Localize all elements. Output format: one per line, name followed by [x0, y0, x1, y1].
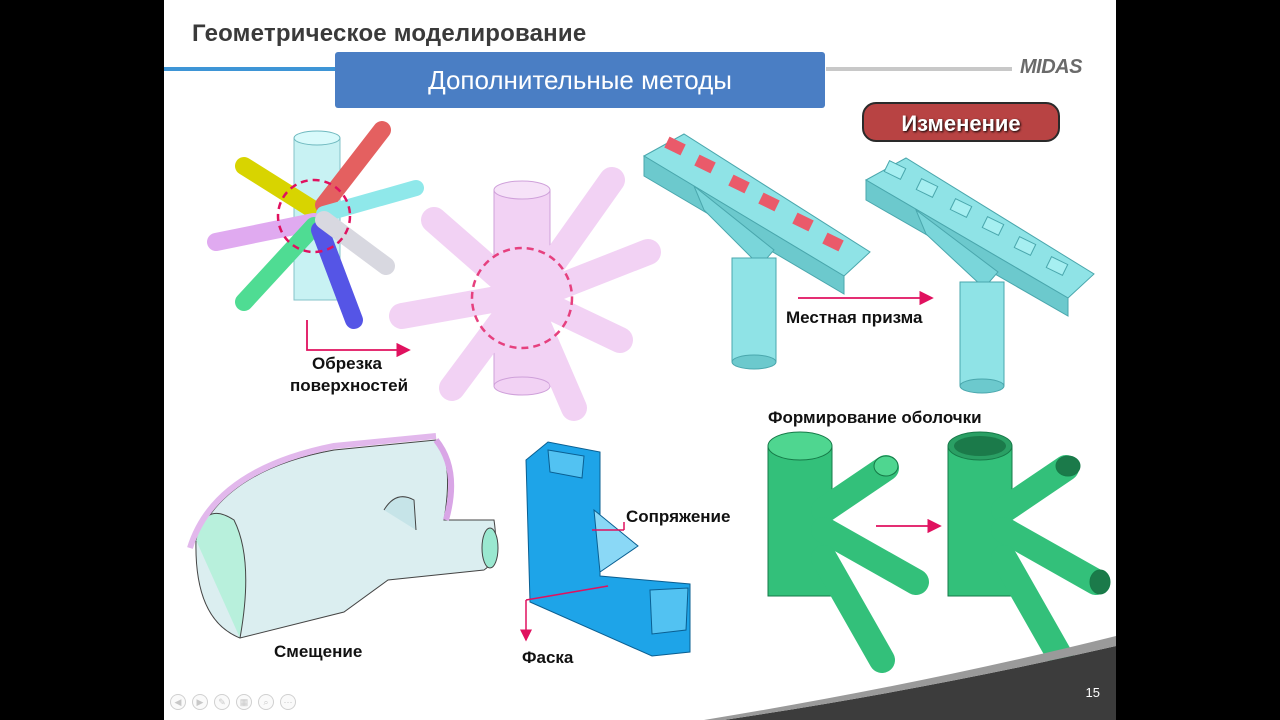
- offset-model: [187, 433, 499, 639]
- slide: Геометрическое моделирование MIDAS Допол…: [164, 0, 1116, 720]
- label-fillet: Сопряжение: [626, 507, 731, 526]
- next-icon[interactable]: ▶: [192, 694, 208, 710]
- label-local-prism: Местная призма: [786, 308, 923, 327]
- pipes-model-after: [389, 167, 661, 421]
- more-icon[interactable]: ⋯: [280, 694, 296, 710]
- divider-line: [826, 67, 1012, 71]
- slides-icon[interactable]: ▦: [236, 694, 252, 710]
- zoom-icon[interactable]: ⌕: [258, 694, 274, 710]
- prism-model-after: [864, 157, 1095, 394]
- label-offset: Смещение: [274, 642, 363, 661]
- label-chamfer: Фаска: [522, 648, 574, 667]
- pen-icon[interactable]: ✎: [214, 694, 230, 710]
- slideshow-controls: ◀ ▶ ✎ ▦ ⌕ ⋯: [170, 694, 296, 710]
- label-surface-trim-2: поверхностей: [290, 376, 409, 395]
- section-banner: Дополнительные методы: [335, 52, 825, 108]
- prism-model-before: [642, 133, 871, 370]
- midas-logo: MIDAS: [1020, 56, 1082, 78]
- fillet-arrow: [592, 522, 625, 531]
- label-shell-forming: Формирование оболочки: [768, 408, 982, 427]
- shell-model-before: [767, 431, 929, 673]
- trim-arrow: [306, 320, 411, 358]
- change-button: Изменение: [862, 102, 1060, 142]
- pipes-model-before: [207, 121, 424, 329]
- prev-icon[interactable]: ◀: [170, 694, 186, 710]
- slide-title: Геометрическое моделирование: [192, 20, 587, 47]
- label-surface-trim-1: Обрезка: [312, 354, 382, 373]
- corner-swoosh: [724, 646, 1116, 720]
- slide-illustrations: [187, 121, 1116, 720]
- chamfer-model: [525, 441, 691, 657]
- shell-model-after: [947, 431, 1111, 673]
- accent-line: [164, 67, 338, 71]
- page-number: 15: [1085, 685, 1100, 700]
